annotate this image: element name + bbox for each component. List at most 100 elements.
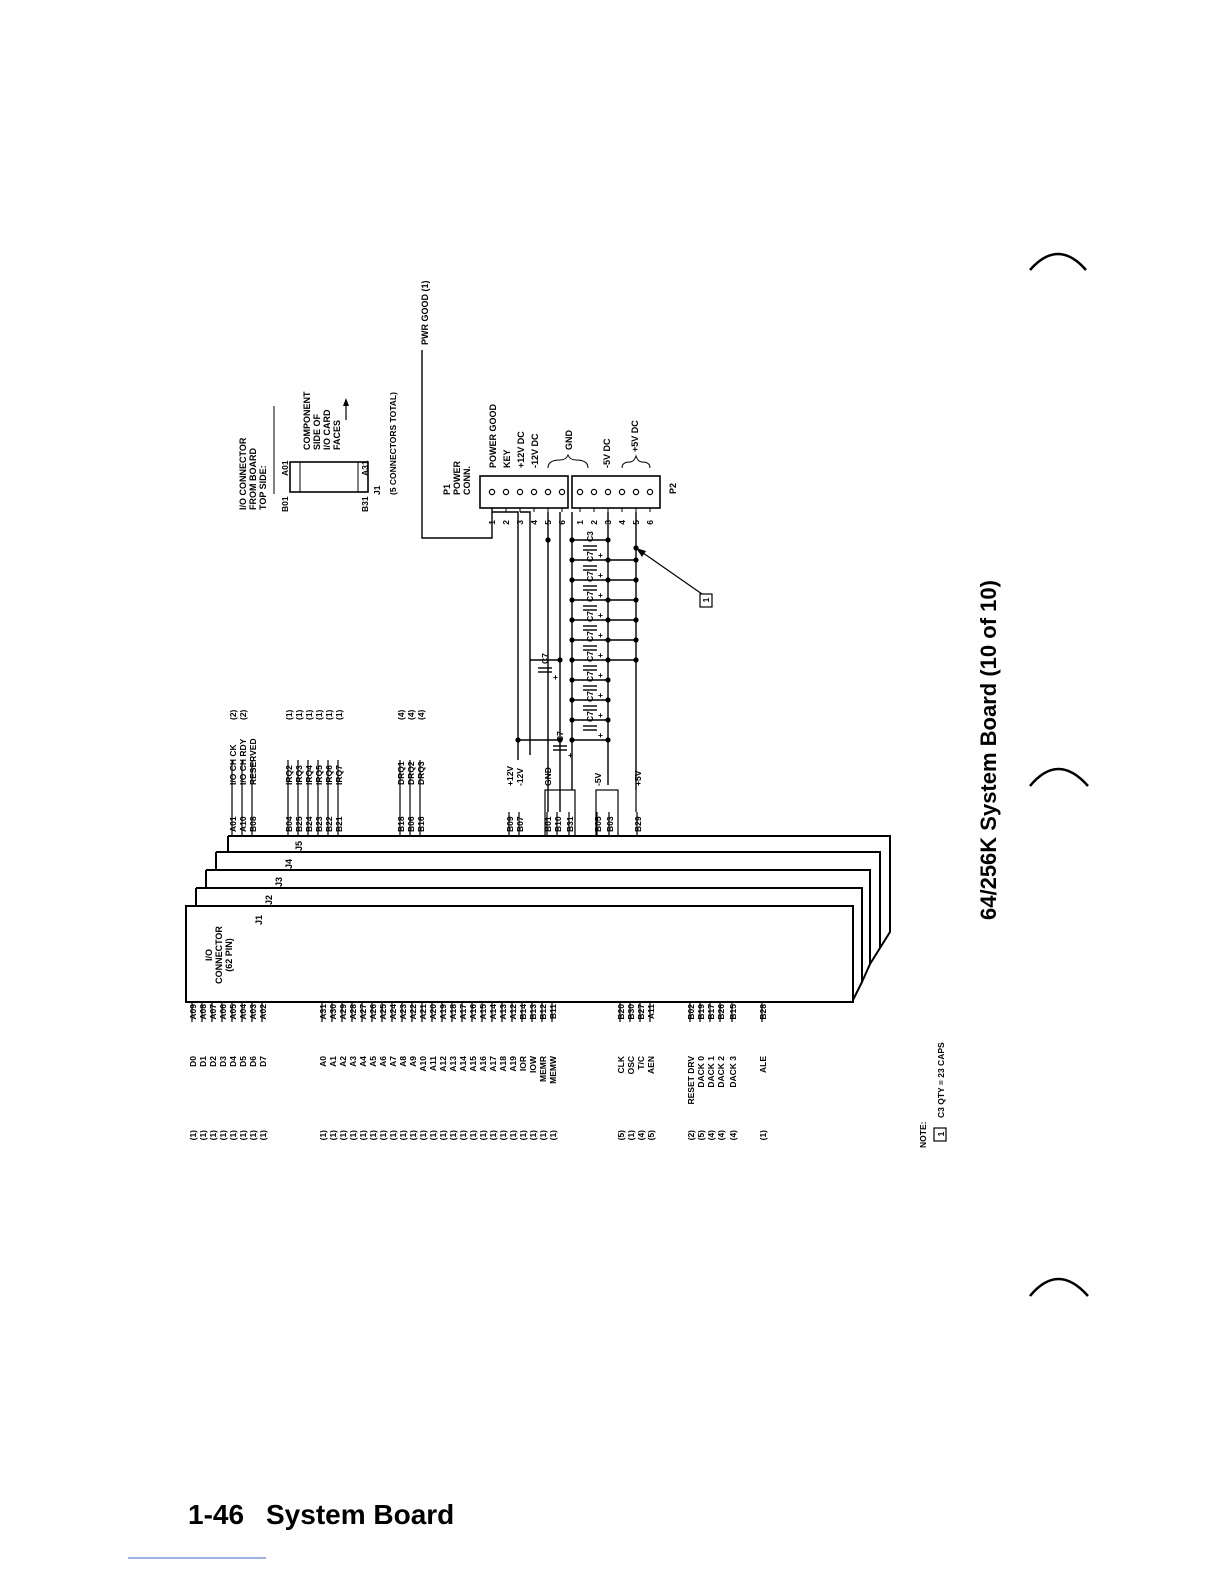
capacitor-polarity: + bbox=[598, 730, 603, 740]
right-pin-signal: IRQ6 bbox=[324, 765, 334, 785]
junction-dot bbox=[633, 557, 639, 563]
left-pin-number: B28 bbox=[758, 1004, 768, 1020]
left-pin-signal: D0 bbox=[188, 1056, 198, 1067]
capacitor: C7+ bbox=[583, 691, 603, 720]
right-pin-number: B18 bbox=[396, 816, 406, 832]
left-pin-note: (1) bbox=[448, 1130, 458, 1141]
left-pin-number: A28 bbox=[348, 1004, 358, 1020]
left-pin-note: (1) bbox=[458, 1130, 468, 1141]
power-pin-socket bbox=[502, 488, 510, 496]
left-pin-number: B19 bbox=[696, 1004, 706, 1020]
page-title: 64/256K System Board (10 of 10) bbox=[976, 580, 1001, 920]
left-pin-note: (4) bbox=[636, 1130, 646, 1141]
right-pin-note: (1) bbox=[324, 709, 334, 720]
left-pin-note: (4) bbox=[716, 1130, 726, 1141]
inset-connector-body bbox=[289, 461, 369, 493]
left-pin-number: A06 bbox=[218, 1004, 228, 1020]
left-pin-signal: A19 bbox=[508, 1056, 518, 1072]
capacitor-polarity: + bbox=[598, 630, 603, 640]
left-pin-signal: A5 bbox=[368, 1056, 378, 1067]
left-pin-note: (1) bbox=[358, 1130, 368, 1141]
svg-text:I/O CONNECTOR: I/O CONNECTOR bbox=[238, 437, 248, 510]
power-pin-socket bbox=[576, 488, 584, 496]
connector-j2-outline bbox=[196, 887, 863, 1001]
capacitor-label: C7 bbox=[540, 653, 550, 664]
capacitor-label: C7 bbox=[585, 571, 595, 582]
power-pin-signal: +5V bbox=[633, 770, 643, 786]
left-pin-note: (2) bbox=[686, 1130, 696, 1141]
right-pin-note: (2) bbox=[238, 709, 248, 720]
right-pin-note: (4) bbox=[406, 709, 416, 720]
binder-hole-decorations bbox=[1029, 252, 1089, 1297]
right-pin-number: A10 bbox=[238, 816, 248, 832]
junction-dot bbox=[605, 617, 611, 623]
capacitor-label: C7 bbox=[585, 551, 595, 562]
right-pin-note: (1) bbox=[304, 709, 314, 720]
left-pin-signal: A0 bbox=[318, 1056, 328, 1067]
capacitor-polarity: + bbox=[598, 550, 603, 560]
power-pin-socket bbox=[544, 488, 552, 496]
left-pin-signal: T/C bbox=[636, 1056, 646, 1070]
left-pin-note: (1) bbox=[528, 1130, 538, 1141]
left-pin-signal: IOR bbox=[518, 1056, 528, 1071]
p2-pin-number: 6 bbox=[645, 520, 655, 525]
right-pin-signal: IRQ5 bbox=[314, 765, 324, 785]
left-pin-number: B20 bbox=[616, 1004, 626, 1020]
capacitor: C7+ bbox=[538, 653, 558, 682]
left-pin-note: (1) bbox=[318, 1130, 328, 1141]
capacitor: C7+ bbox=[583, 551, 603, 580]
left-pin-number: A16 bbox=[468, 1004, 478, 1020]
right-pin-signal: DRQ3 bbox=[416, 761, 426, 785]
left-pin-number: B14 bbox=[518, 1004, 528, 1020]
left-pin-signal: A1 bbox=[328, 1056, 338, 1067]
left-pin-number: A21 bbox=[418, 1004, 428, 1020]
capacitor: C7+ bbox=[583, 611, 603, 640]
power-pin-socket bbox=[646, 488, 654, 496]
power-pin-signal: -5V bbox=[593, 772, 603, 786]
junction-dot bbox=[605, 557, 611, 563]
p1-label: P1 POWER CONN. bbox=[442, 460, 472, 495]
capacitor-polarity: + bbox=[598, 650, 603, 660]
inset-component-note: COMPONENT SIDE OF I/O CARD FACES bbox=[302, 391, 342, 450]
power-pin-socket bbox=[516, 488, 524, 496]
left-pin-signal: D5 bbox=[238, 1056, 248, 1067]
power-pin-socket bbox=[604, 488, 612, 496]
capacitor-polarity: + bbox=[598, 670, 603, 680]
power-pin-signal: +12V bbox=[505, 766, 515, 786]
left-pin-number: A13 bbox=[498, 1004, 508, 1020]
right-pin-note: (1) bbox=[314, 709, 324, 720]
left-pin-note: (1) bbox=[328, 1130, 338, 1141]
p2-pin-number: 5 bbox=[631, 520, 641, 525]
p1-pin-number: 5 bbox=[543, 520, 553, 525]
p2-pin-number: 4 bbox=[617, 520, 627, 525]
left-pin-signal: A4 bbox=[358, 1056, 368, 1067]
right-pin-number: A01 bbox=[228, 816, 238, 832]
junction-dot bbox=[545, 537, 551, 543]
power-bus-wiring bbox=[421, 350, 637, 812]
left-pin-note: (1) bbox=[488, 1130, 498, 1141]
left-pin-signal: OSC bbox=[626, 1056, 636, 1074]
svg-text:NOTE:: NOTE: bbox=[918, 1121, 928, 1148]
left-pin-number: A24 bbox=[388, 1004, 398, 1020]
svg-text:P1: P1 bbox=[442, 484, 452, 495]
left-pin-number: A18 bbox=[448, 1004, 458, 1020]
note-callout: 1 bbox=[635, 547, 713, 608]
left-pin-signal: A8 bbox=[398, 1056, 408, 1067]
left-pin-note: (1) bbox=[388, 1130, 398, 1141]
left-pin-number: A27 bbox=[358, 1004, 368, 1020]
left-pin-number: A17 bbox=[458, 1004, 468, 1020]
junction-dot bbox=[557, 737, 563, 743]
note-marker-text: 1 bbox=[701, 597, 711, 602]
left-pin-signal: A17 bbox=[488, 1056, 498, 1072]
power-pin-socket bbox=[530, 488, 538, 496]
left-pin-note: (1) bbox=[408, 1130, 418, 1141]
capacitor-label: C7 bbox=[555, 731, 565, 742]
capacitor-label: C7 bbox=[585, 711, 595, 722]
junction-dot bbox=[569, 697, 575, 703]
svg-text:POWER GOOD: POWER GOOD bbox=[488, 403, 498, 468]
left-pin-signal: D3 bbox=[218, 1056, 228, 1067]
note-text: C3 QTY = 23 CAPS bbox=[936, 1042, 946, 1118]
p1-pin-number: 4 bbox=[529, 520, 539, 525]
note-box bbox=[933, 1127, 947, 1142]
inset-b01: B01 bbox=[280, 496, 290, 512]
